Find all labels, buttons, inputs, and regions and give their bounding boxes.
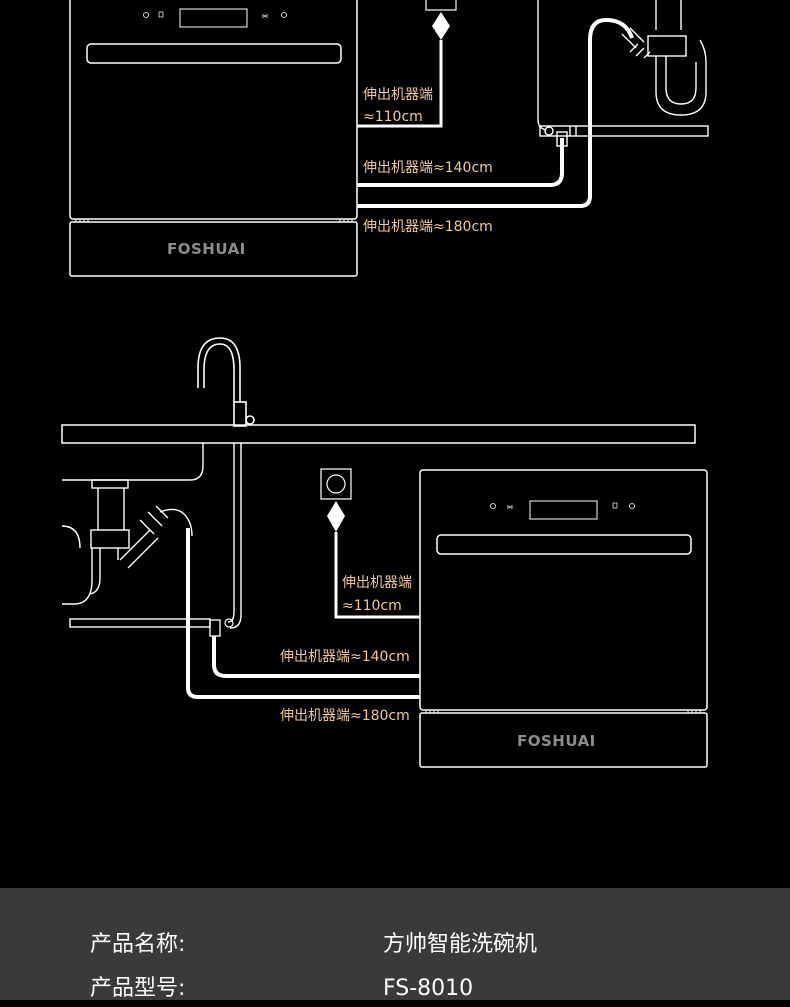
start-icon: ⋈ (262, 13, 268, 20)
drain-hose-180 (357, 17, 634, 208)
brand-logo: FOSHUAI (167, 240, 246, 258)
display-screen (179, 8, 248, 28)
water-pipes (537, 0, 709, 147)
drain-hose-140 (357, 138, 564, 187)
spec-key-name: 产品名称: (90, 932, 186, 957)
top-diagram: · · ⋈ FOSHUAI (69, 0, 709, 277)
faucet (197, 337, 255, 427)
top-label-180: 伸出机器端≈180cm (363, 219, 493, 235)
top-label-110-line2: ≈110cm (363, 109, 423, 125)
door-handle (86, 43, 342, 64)
bottom-brand-logo: FOSHUAI (517, 732, 596, 750)
pipe-joint (224, 618, 234, 628)
countertop (61, 424, 696, 444)
socket-face (326, 474, 346, 494)
spec-value-name: 方帅智能洗碗机 (383, 932, 538, 957)
bottom-drain-hose-180 (186, 528, 420, 699)
bottom-drain-hose-140 (212, 636, 420, 678)
bottom-label-110-line2: ≈110cm (342, 598, 402, 614)
onoff-icon (281, 12, 287, 18)
control-caption: · · (142, 21, 146, 26)
bottom-feet (425, 710, 701, 713)
power-plug (432, 12, 450, 40)
spec-value-model: FS-8010 (383, 976, 474, 1001)
spec-row-name: 产品名称: 方帅智能洗碗机 (90, 927, 770, 963)
bottom-power-icon (629, 503, 635, 509)
bottom-label-140: 伸出机器端≈140cm (280, 649, 410, 665)
spec-key-model: 产品型号: (90, 976, 186, 1001)
bottom-start-icon: ⋈ (507, 504, 513, 511)
power-icon (143, 12, 149, 18)
bottom-control-panel: ⋈ (490, 500, 635, 520)
spec-row-model: 产品型号: FS-8010 (90, 971, 770, 1007)
bottom-drain-trap (61, 479, 193, 605)
bottom-onoff-icon (490, 503, 496, 509)
dishwasher-base (69, 221, 358, 277)
top-label-110-line1: 伸出机器端 (363, 87, 433, 103)
dishwasher-body (69, 0, 358, 220)
spec-panel: 产品名称: 方帅智能洗碗机 产品型号: FS-8010 (0, 888, 790, 1001)
installation-diagram: · · ⋈ FOSHUAI (61, 0, 709, 768)
bottom-dishwasher-base (419, 712, 708, 768)
bottom-dishwasher-body (419, 469, 708, 711)
sink-drain-trap (621, 0, 707, 116)
sink-basin (62, 443, 242, 629)
bottom-door-handle (436, 534, 692, 555)
pipe-valve (209, 619, 221, 637)
bottom-program-icon (612, 502, 618, 509)
bottom-power-socket (320, 468, 352, 500)
bottom-power-cord (334, 532, 420, 619)
bottom-label-180: 伸出机器端≈180cm (280, 708, 410, 724)
feet (75, 219, 353, 222)
power-cord (357, 40, 443, 128)
power-socket (425, 0, 457, 11)
control-panel: · · ⋈ (142, 8, 287, 28)
top-label-140: 伸出机器端≈140cm (363, 160, 493, 176)
bottom-diagram: ⋈ FOSHUAI 伸出机器端 ≈110cm 伸出机器端≈140cm 伸出机器端… (61, 337, 708, 768)
bottom-display-screen (529, 500, 598, 520)
bottom-power-plug (327, 501, 345, 532)
bottom-label-110-line1: 伸出机器端 (342, 575, 412, 591)
program-icon (158, 11, 164, 18)
